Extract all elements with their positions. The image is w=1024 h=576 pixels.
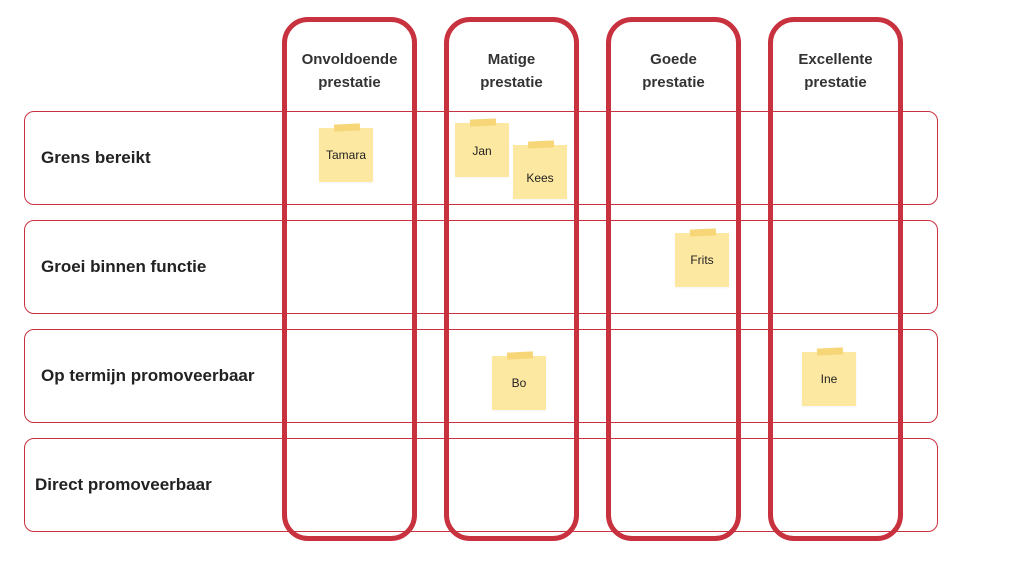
tape-strip bbox=[333, 123, 361, 132]
column-header: Excellente prestatie bbox=[773, 48, 898, 94]
sticky-note-label: Tamara bbox=[325, 148, 366, 162]
tape-strip bbox=[506, 351, 534, 360]
sticky-note-label: Bo bbox=[511, 376, 527, 390]
column-header: Goede prestatie bbox=[611, 48, 736, 94]
column-header-line: prestatie bbox=[804, 74, 867, 91]
column-goede-prestatie: Goede prestatie bbox=[606, 17, 741, 541]
column-excellente-prestatie: Excellente prestatie bbox=[768, 17, 903, 541]
tape-strip bbox=[469, 118, 497, 127]
column-header-line: Matige bbox=[487, 51, 536, 68]
column-matige-prestatie: Matige prestatie bbox=[444, 17, 579, 541]
sticky-note[interactable]: Ine bbox=[802, 347, 856, 406]
row-label: Direct promoveerbaar bbox=[35, 475, 212, 494]
sticky-note[interactable]: Tamara bbox=[319, 123, 373, 182]
column-header-line: prestatie bbox=[642, 74, 705, 91]
sticky-note[interactable]: Jan bbox=[455, 118, 509, 177]
sticky-note[interactable]: Frits bbox=[675, 228, 729, 287]
row-op-termijn-promoveerbaar: Op termijn promoveerbaar bbox=[24, 329, 938, 423]
sticky-note-label: Jan bbox=[472, 144, 492, 158]
sticky-note[interactable]: Kees bbox=[513, 140, 567, 199]
column-header-line: Goede bbox=[650, 51, 697, 68]
row-label: Groei binnen functie bbox=[41, 257, 207, 276]
tape-strip bbox=[689, 228, 717, 237]
sticky-note-label: Kees bbox=[526, 171, 554, 185]
column-header-line: prestatie bbox=[318, 74, 381, 91]
row-groei-binnen-functie: Groei binnen functie bbox=[24, 220, 938, 314]
column-header: Onvoldoende prestatie bbox=[287, 48, 412, 94]
column-header: Matige prestatie bbox=[449, 48, 574, 94]
column-onvoldoende-prestatie: Onvoldoende prestatie bbox=[282, 17, 417, 541]
tape-strip bbox=[527, 140, 555, 149]
sticky-note-label: Frits bbox=[690, 253, 714, 267]
sticky-note-label: Ine bbox=[820, 372, 838, 386]
tape-strip bbox=[816, 347, 844, 356]
column-header-line: prestatie bbox=[480, 74, 543, 91]
column-header-line: Excellente bbox=[798, 51, 873, 68]
sticky-note[interactable]: Bo bbox=[492, 351, 546, 410]
row-label: Op termijn promoveerbaar bbox=[41, 366, 255, 385]
column-header-line: Onvoldoende bbox=[301, 51, 398, 68]
row-label: Grens bereikt bbox=[41, 148, 151, 167]
